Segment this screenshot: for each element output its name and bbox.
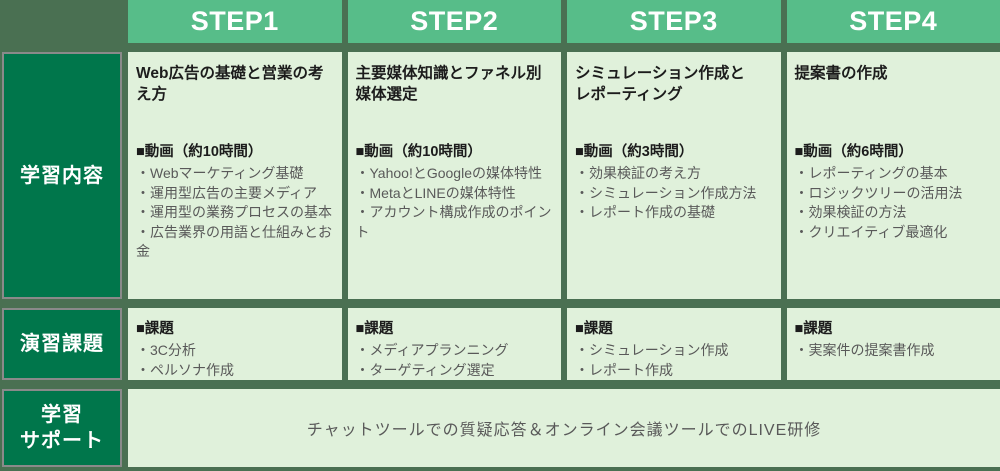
bullet-item: ・実案件の提案書作成	[794, 342, 935, 358]
bullet-item: ・シミュレーション作成	[575, 342, 729, 358]
bullet-item: ・広告業界の用語と仕組みとお金	[136, 223, 332, 260]
bullet-item: ・効果検証の方法	[794, 204, 907, 221]
bullet-item: ・レポート作成の基礎	[575, 204, 715, 221]
step4-title: 提案書の作成	[794, 65, 888, 82]
bullet-item: ・メディアプランニング	[355, 342, 509, 358]
step3-task-heading: ■課題	[575, 321, 613, 337]
step3-title: シミュレーション作成と レポーティング	[575, 65, 745, 103]
bullet-item: ・レポート作成	[575, 361, 673, 378]
step2-task-list: ・メディアプランニング・ターゲティング選定	[356, 341, 554, 380]
learning-support-text: チャットツールでの質疑応答＆オンライン会議ツールでのLIVE研修	[306, 422, 822, 439]
step3-video-heading: ■動画（約3時間）	[575, 144, 694, 160]
step1-video-list: ・Webマーケティング基礎・運用型広告の主要メディア・運用型の業務プロセスの基本…	[136, 164, 334, 262]
bullet-item: ・シミュレーション作成方法	[575, 184, 757, 201]
step2-video-heading: ■動画（約10時間）	[355, 144, 482, 160]
step3-header: STEP3	[567, 0, 781, 43]
bullet-item: ・MetaとLINEの媒体特性	[355, 184, 516, 201]
step2-task-cell: ■課題 ・メディアプランニング・ターゲティング選定	[347, 308, 561, 380]
step1-title: Web広告の基礎と営業の考 え方	[136, 65, 324, 103]
bullet-item: ・アカウント構成作成のポイント	[355, 204, 552, 240]
step4-content-cell: 提案書の作成 ■動画（約6時間） ・レポーティングの基本・ロジックツリーの活用法…	[786, 52, 1000, 299]
step4-task-heading: ■課題	[794, 321, 833, 337]
step1-task-list: ・3C分析・ペルソナ作成	[136, 341, 334, 380]
step4-video-heading: ■動画（約6時間）	[794, 144, 913, 160]
row-label-exercises: 演習課題	[2, 308, 122, 380]
step1-task-heading: ■課題	[136, 321, 174, 337]
bullet-item: ・ターゲティング選定	[355, 361, 495, 378]
step1-content-cell: Web広告の基礎と営業の考 え方 ■動画（約10時間） ・Webマーケティング基…	[128, 52, 342, 299]
learning-support-cell: チャットツールでの質疑応答＆オンライン会議ツールでのLIVE研修	[128, 389, 1000, 467]
bullet-item: ・運用型の業務プロセスの基本	[136, 204, 332, 221]
step1-header: STEP1	[128, 0, 342, 43]
step3-content-cell: シミュレーション作成と レポーティング ■動画（約3時間） ・効果検証の考え方・…	[567, 52, 781, 299]
bullet-item: ・効果検証の考え方	[575, 165, 701, 181]
step2-task-heading: ■課題	[355, 321, 394, 337]
step2-video-list: ・Yahoo!とGoogleの媒体特性・MetaとLINEの媒体特性・アカウント…	[356, 164, 554, 242]
step1-task-cell: ■課題 ・3C分析・ペルソナ作成	[128, 308, 342, 380]
bullet-item: ・Webマーケティング基礎	[136, 165, 304, 181]
bullet-item: ・Yahoo!とGoogleの媒体特性	[355, 165, 542, 181]
bullet-item: ・レポーティングの基本	[794, 165, 948, 181]
step3-video-list: ・効果検証の考え方・シミュレーション作成方法・レポート作成の基礎	[575, 164, 773, 223]
row-label-learning-content: 学習内容	[2, 52, 122, 299]
step1-video-heading: ■動画（約10時間）	[136, 144, 263, 160]
step2-header: STEP2	[347, 0, 561, 43]
step4-header: STEP4	[786, 0, 1000, 43]
bullet-item: ・3C分析	[136, 342, 196, 358]
bullet-item: ・ペルソナ作成	[136, 361, 234, 378]
step4-task-list: ・実案件の提案書作成	[795, 341, 993, 361]
step3-task-cell: ■課題 ・シミュレーション作成・レポート作成	[567, 308, 781, 380]
step3-task-list: ・シミュレーション作成・レポート作成	[575, 341, 773, 380]
step2-title: 主要媒体知識とファネル別 媒体選定	[355, 65, 542, 103]
step2-content-cell: 主要媒体知識とファネル別 媒体選定 ■動画（約10時間） ・Yahoo!とGoo…	[347, 52, 561, 299]
bullet-item: ・クリエイティブ最適化	[794, 223, 948, 240]
step4-video-list: ・レポーティングの基本・ロジックツリーの活用法・効果検証の方法・クリエイティブ最…	[795, 164, 993, 242]
step4-task-cell: ■課題 ・実案件の提案書作成	[786, 308, 1000, 380]
row-label-learning-support: 学習 サポート	[2, 389, 122, 467]
bullet-item: ・運用型広告の主要メディア	[136, 184, 318, 201]
bullet-item: ・ロジックツリーの活用法	[794, 184, 963, 201]
